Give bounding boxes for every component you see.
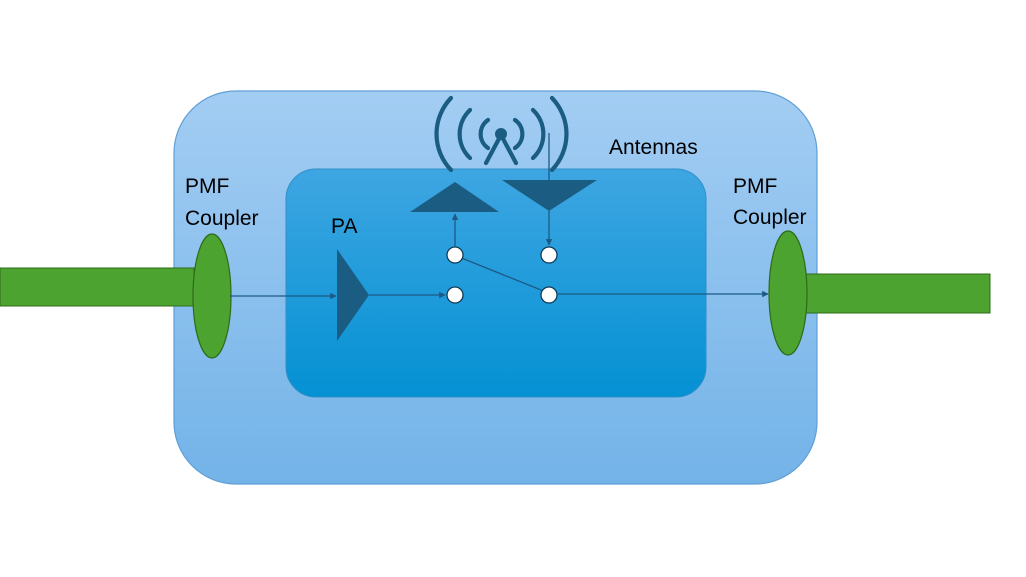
- antennas-label: Antennas: [609, 136, 698, 159]
- right-coupler-label-line2: Coupler: [733, 206, 807, 229]
- pa-label: PA: [331, 215, 357, 238]
- antenna-signal-icon: [434, 95, 569, 173]
- tx-antenna-element: [410, 182, 499, 212]
- output-fiber: [803, 273, 991, 314]
- inner-chip-box: [285, 168, 707, 398]
- switch-node-bottom-left: [446, 286, 464, 304]
- switch-blade: [458, 256, 547, 293]
- antenna-signal-icon-center: [495, 128, 507, 140]
- input-fiber: [0, 267, 195, 307]
- left-coupler-label-line1: PMF: [185, 175, 229, 198]
- right-pmf-coupler: [768, 230, 808, 356]
- switch-node-top-left: [446, 246, 464, 264]
- rx-antenna-element: [502, 180, 597, 211]
- switch-node-top-right: [540, 246, 558, 264]
- power-amplifier: [337, 249, 369, 341]
- switch-node-bottom-right: [540, 286, 558, 304]
- left-coupler-label-line2: Coupler: [185, 207, 259, 230]
- left-pmf-coupler: [192, 233, 232, 359]
- right-coupler-label-line1: PMF: [733, 175, 777, 198]
